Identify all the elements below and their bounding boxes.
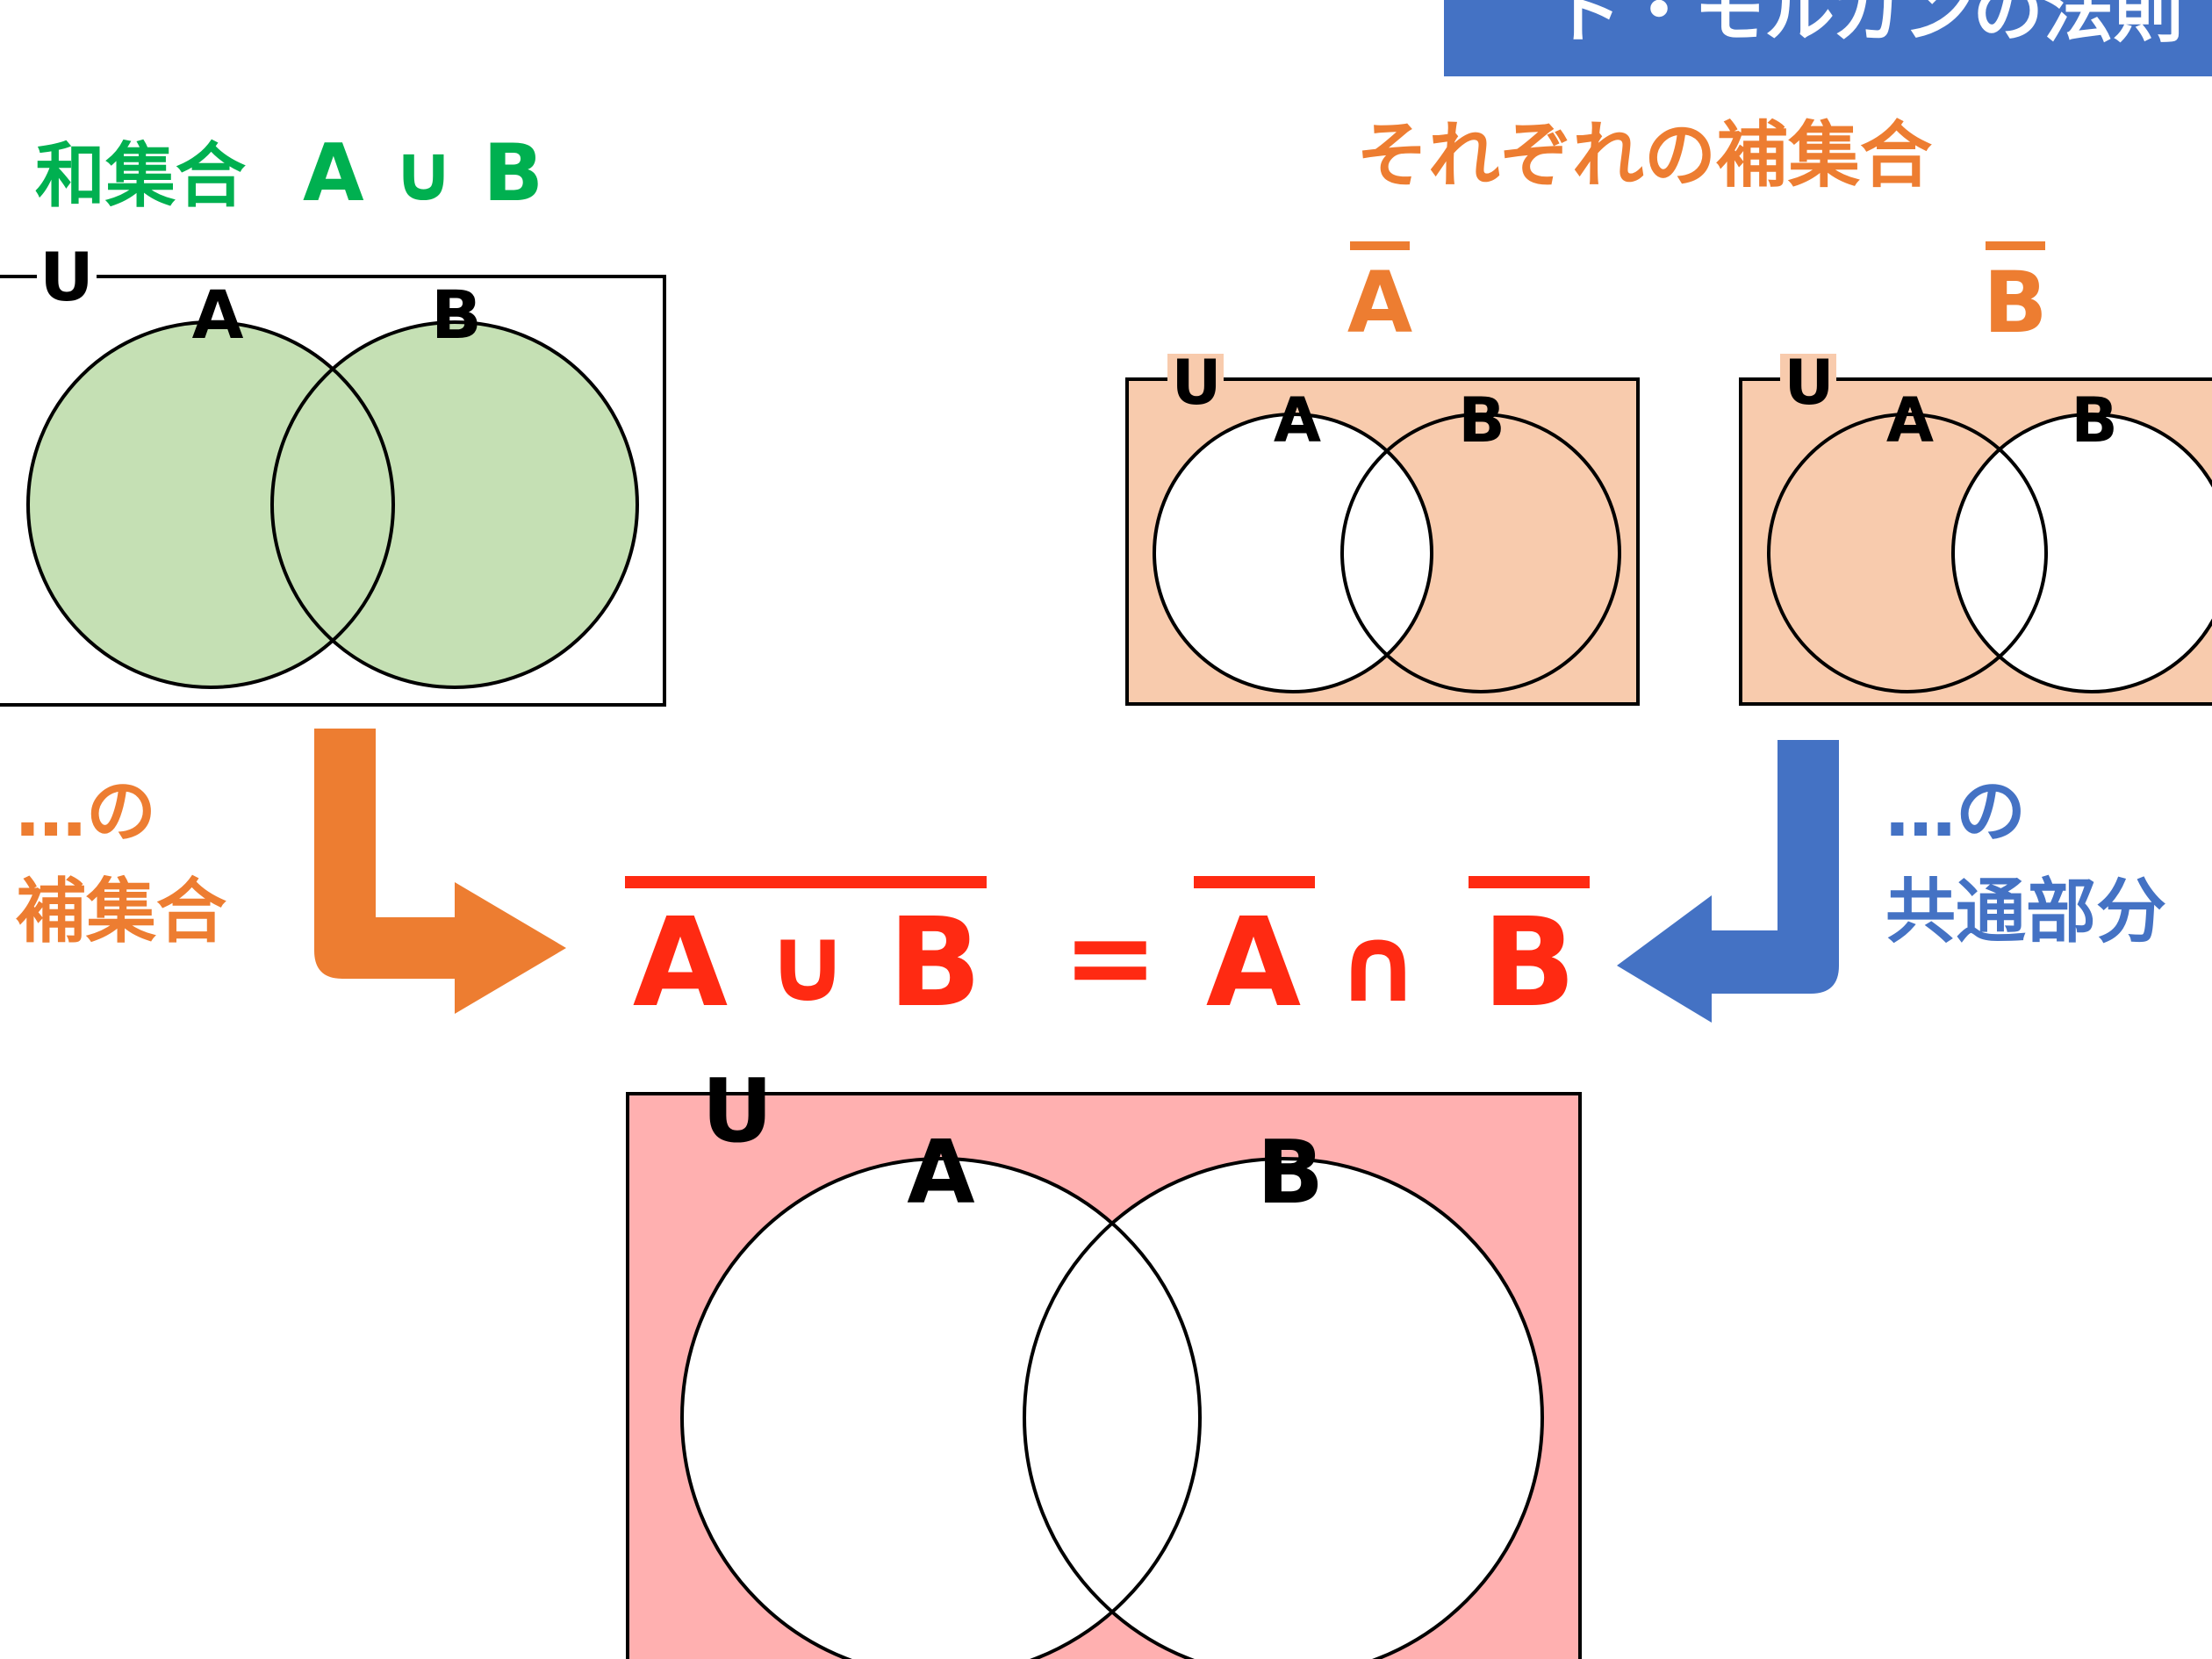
header-banner: ド・モルガンの法則 ① [1444, 0, 2212, 76]
complement-b-set-a-label: A [1886, 384, 1934, 456]
lhs-set-b: B [888, 892, 982, 1035]
rhs-a-overline [1194, 876, 1315, 888]
result-universe-label: U [701, 1059, 772, 1162]
union-circle-b-fill [272, 322, 637, 687]
result-diagram: U A B [626, 1059, 1582, 1659]
left-note-line1: …の [16, 771, 156, 852]
rhs-b-overline [1469, 876, 1590, 888]
complement-a-label: A [1347, 254, 1412, 352]
header-banner-box [1444, 0, 2212, 76]
complement-b-circle-b-fill [1953, 414, 2212, 692]
complement-a-universe-label: U [1172, 347, 1222, 419]
union-circle-a [26, 320, 395, 689]
rhs-set-b: B [1483, 892, 1576, 1035]
union-set-b-label: B [431, 276, 482, 354]
result-set-b-label: B [1257, 1121, 1324, 1224]
complements-section: それぞれの補集合 A B U A B U A B [1125, 114, 2212, 706]
union-symbol: ∪ [765, 904, 850, 1026]
lhs-set-a: A [633, 892, 728, 1035]
complement-b-circle-b [1951, 413, 2212, 693]
union-universe-label: U [40, 238, 94, 316]
equals-sign: = [1063, 890, 1159, 1023]
complement-b-set-b-label: B [2071, 384, 2117, 456]
right-note-line2: 共通部分 [1885, 871, 2166, 952]
result-circle-b-fill [1024, 1159, 1542, 1659]
law-formula: A ∪ B = A ∩ B [625, 876, 1590, 1035]
left-note: …の 補集合 [16, 771, 226, 952]
complement-a-circle-a [1153, 413, 1433, 693]
complement-b-diagram: U A B [1739, 347, 2212, 706]
complement-a-circle-b [1340, 413, 1621, 693]
union-section: 和集合 A ∪ B U A B [0, 127, 666, 707]
right-note-line1: …の [1885, 771, 2026, 852]
complement-a-overline [1350, 241, 1410, 250]
blue-arrow-icon [1617, 740, 1839, 1023]
right-note: …の 共通部分 [1885, 771, 2166, 952]
result-circle-b [1023, 1157, 1544, 1659]
complement-b-label: B [1983, 254, 2047, 352]
complement-b-universe-label: U [1785, 347, 1835, 419]
orange-arrow-icon [314, 729, 566, 1014]
header-banner-text: ド・モルガンの法則 ① [1554, 0, 2212, 52]
intersection-symbol: ∩ [1335, 904, 1420, 1026]
complement-b-circle-a [1767, 413, 2048, 693]
result-set-a-label: A [907, 1121, 974, 1224]
union-title-formula: A ∪ B [303, 127, 543, 219]
left-note-line2: 補集合 [16, 871, 226, 952]
union-circle-b [270, 320, 639, 689]
complement-a-set-a-label: A [1274, 384, 1321, 456]
union-set-a-label: A [192, 276, 244, 354]
complement-a-set-b-label: B [1458, 384, 1505, 456]
complements-title: それぞれの補集合 [1356, 114, 1932, 198]
rhs-set-a: A [1206, 892, 1301, 1035]
lhs-overline [625, 876, 987, 888]
union-title-jp: 和集合 [35, 135, 246, 217]
complement-b-overline [1986, 241, 2045, 250]
result-circle-a [680, 1157, 1202, 1659]
complement-a-diagram: U A B [1125, 347, 1640, 706]
